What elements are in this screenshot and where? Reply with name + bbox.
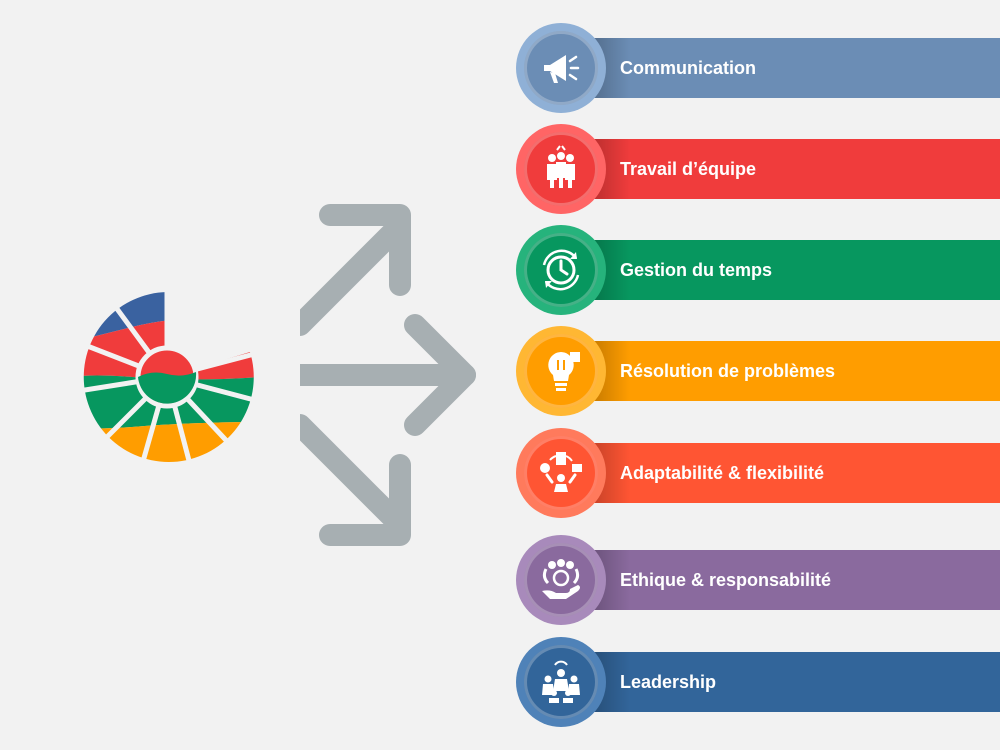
skill-row: Ethique & responsabilité <box>516 535 1000 625</box>
skill-bar <box>570 550 1000 610</box>
hand-people-icon <box>524 543 598 617</box>
skill-label: Communication <box>620 58 757 78</box>
branch-arrows <box>290 204 476 546</box>
skill-bar <box>570 341 1000 401</box>
skill-icon-ring <box>516 225 606 315</box>
skill-row: Travail d’équipe <box>516 124 1000 214</box>
skill-icon-ring <box>516 535 606 625</box>
skill-bar <box>570 38 1000 98</box>
arrow-up-right <box>290 214 411 336</box>
skill-label: Adaptabilité & flexibilité <box>620 463 825 483</box>
skill-row: Communication <box>516 23 1000 113</box>
person-tasks-icon <box>524 436 598 510</box>
skill-bar <box>570 443 1000 503</box>
skill-icon-ring <box>516 637 606 727</box>
skill-icon-ring <box>516 23 606 113</box>
arrow-down-right <box>290 414 411 536</box>
skill-icon-ring <box>516 124 606 214</box>
skill-icon-ring <box>516 326 606 416</box>
skill-label: Travail d’équipe <box>620 159 757 179</box>
skill-bar <box>570 652 1000 712</box>
clock-cycle-icon <box>524 233 598 307</box>
skill-label: Leadership <box>620 672 717 692</box>
skill-row: Gestion du temps <box>516 225 1000 315</box>
skill-label: Ethique & responsabilité <box>620 570 832 590</box>
skill-icon-ring <box>516 428 606 518</box>
leader-group-icon <box>524 645 598 719</box>
skill-row: Adaptabilité & flexibilité <box>516 428 1000 518</box>
skill-bar <box>570 139 1000 199</box>
megaphone-icon <box>524 31 598 105</box>
team-high-five-icon <box>524 132 598 206</box>
skill-label: Résolution de problèmes <box>620 361 836 381</box>
skill-label: Gestion du temps <box>620 260 773 280</box>
skill-row: Leadership <box>516 637 1000 727</box>
logo-fan-graphic <box>72 282 262 472</box>
lightbulb-puzzle-icon <box>524 334 598 408</box>
skill-row: Résolution de problèmes <box>516 326 1000 416</box>
skill-bar <box>570 240 1000 300</box>
